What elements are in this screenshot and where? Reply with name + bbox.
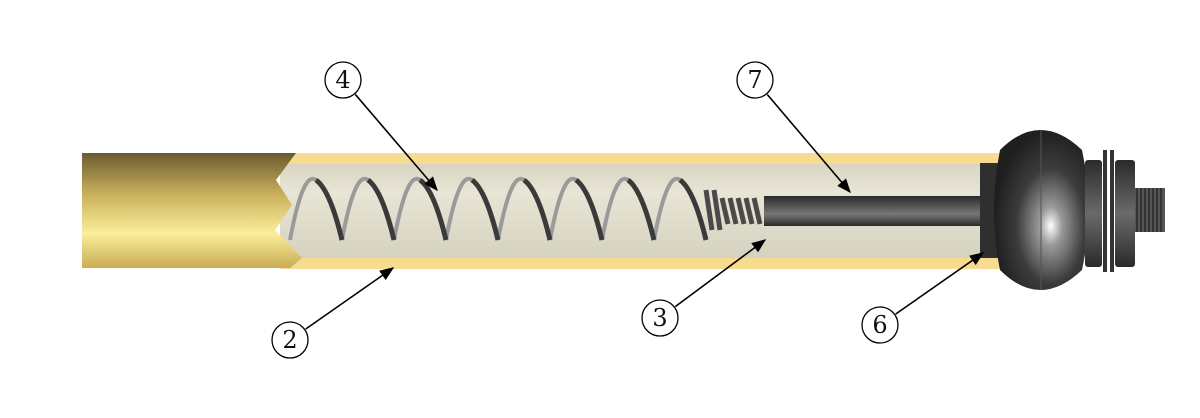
spring-tight-coil xyxy=(743,197,755,225)
nut-1 xyxy=(1085,160,1102,267)
spring-tight-coil xyxy=(719,197,731,225)
gold-end-cap xyxy=(82,153,302,268)
callout-label: 7 xyxy=(747,66,762,94)
spring-tight-coil xyxy=(703,189,715,231)
spring-tight-coil xyxy=(735,197,747,225)
callout-arrow xyxy=(895,252,985,315)
callout-circle xyxy=(271,321,309,359)
callout-circle xyxy=(641,299,679,337)
spring xyxy=(288,176,763,241)
callout-label: 2 xyxy=(282,326,297,354)
callout-arrow xyxy=(766,93,851,194)
spring-tight-coil xyxy=(711,189,723,231)
tube-wall-top xyxy=(280,153,1000,164)
threaded-stud xyxy=(1135,188,1165,232)
callout-circle xyxy=(736,61,774,99)
nut-2 xyxy=(1115,160,1135,267)
callout-4: 4 xyxy=(324,61,438,192)
washer xyxy=(1110,150,1114,272)
callout-7: 7 xyxy=(736,61,851,194)
spring-coil-back xyxy=(288,176,682,241)
callout-circle xyxy=(324,61,362,99)
callout-label: 4 xyxy=(335,66,350,94)
stud-body xyxy=(1135,188,1165,232)
callout-label: 6 xyxy=(872,311,887,339)
rod xyxy=(764,196,1004,226)
callout-circle xyxy=(861,306,899,344)
callout-arrow xyxy=(354,93,438,192)
callout-6: 6 xyxy=(861,252,985,344)
callout-2: 2 xyxy=(271,267,395,359)
callout-arrow xyxy=(305,267,395,330)
spring-tight-coil xyxy=(751,197,763,225)
spring-coil-front xyxy=(314,177,709,241)
callout-label: 3 xyxy=(652,304,667,332)
spring-tight-coil xyxy=(727,197,739,225)
tube-wall-bottom xyxy=(280,258,1000,269)
callout-3: 3 xyxy=(641,239,767,337)
callout-arrow xyxy=(674,239,767,308)
washer xyxy=(1103,150,1107,272)
